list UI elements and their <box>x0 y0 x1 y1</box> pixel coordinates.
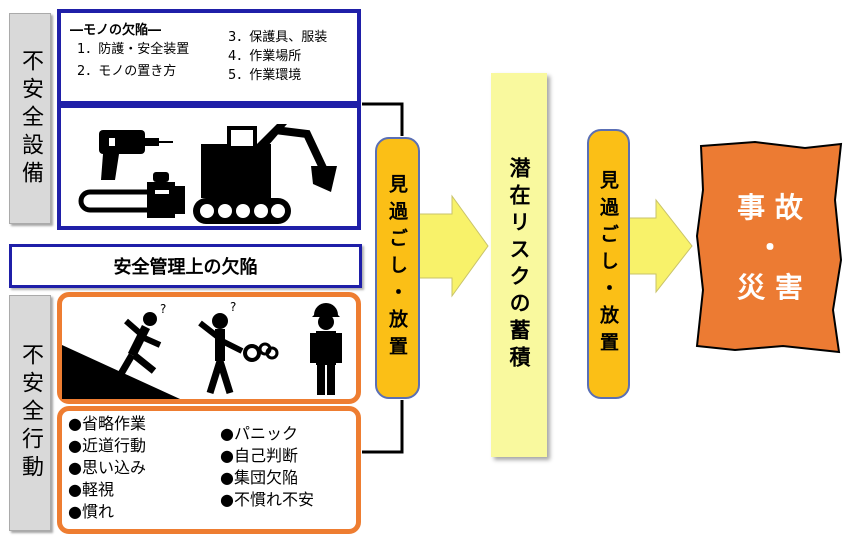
accident-line-2: ・ <box>755 231 784 264</box>
helmeted-worker-icon <box>310 303 342 395</box>
overlook-text-1: 見過ごし・放置 <box>386 173 408 363</box>
accident-text: 事 故 ・ 災 害 <box>695 188 845 308</box>
unsafe-behavior-label: 不安全行動 <box>9 295 51 531</box>
excavator-icon <box>193 124 337 224</box>
person-with-gears-icon: ? <box>198 300 279 395</box>
management-defect-text: 安全管理上の欠陥 <box>113 257 258 278</box>
defect-item-5: 5．作業環境 <box>228 68 302 83</box>
latent-risk-box: 潜在リスクの蓄積 <box>491 73 547 457</box>
behavior-illustration: ? ? <box>62 300 342 399</box>
unsafe-equipment-text: 不安全設備 <box>18 48 43 189</box>
behavior-list-box: ●省略作業 ●近道行動 ●思い込み ●軽視 ●慣れ ●パニック ●自己判断 ●集… <box>57 406 361 534</box>
behavior-item: ●集団欠陥 <box>220 468 298 487</box>
slipping-person-icon: ? <box>114 302 166 381</box>
drill-icon <box>99 130 173 180</box>
defect-item-1: 1．防護・安全装置 <box>77 42 190 57</box>
management-defect-bar: 安全管理上の欠陥 <box>9 244 362 288</box>
object-defects-box: ―モノの欠陥― 1．防護・安全装置 2．モノの置き方 3．保護具、服装 4．作業… <box>57 9 361 105</box>
svg-text:?: ? <box>160 302 166 316</box>
accident-shape <box>695 140 843 354</box>
equipment-illustration <box>78 124 337 224</box>
behavior-item: ●省略作業 <box>68 414 146 433</box>
bottom-bracket <box>362 400 404 454</box>
overlook-pill-2: 見過ごし・放置 <box>587 129 630 399</box>
overlook-text-2: 見過ごし・放置 <box>597 169 619 359</box>
latent-risk-text: 潜在リスクの蓄積 <box>507 157 531 373</box>
svg-text:?: ? <box>230 300 236 314</box>
chainsaw-icon <box>78 172 185 218</box>
accident-line-3: 災 害 <box>737 271 803 304</box>
unsafe-behavior-text: 不安全行動 <box>18 343 43 483</box>
accident-line-1: 事 故 <box>737 191 803 224</box>
object-defects-title: ―モノの欠陥― <box>70 23 162 38</box>
arrow-to-latent-risk <box>411 194 489 298</box>
defect-item-3: 3．保護具、服装 <box>228 30 328 45</box>
behavior-illustration-box: ? ? <box>57 292 361 404</box>
behavior-list-left: ●省略作業 ●近道行動 ●思い込み ●軽視 ●慣れ <box>68 413 146 523</box>
unsafe-equipment-label: 不安全設備 <box>9 13 51 224</box>
behavior-item: ●近道行動 <box>68 436 146 455</box>
behavior-item: ●思い込み <box>68 458 146 477</box>
defect-item-2: 2．モノの置き方 <box>77 64 177 79</box>
equipment-illustration-box <box>57 104 361 230</box>
behavior-list-right: ●パニック ●自己判断 ●集団欠陥 ●不慣れ不安 <box>220 423 314 511</box>
behavior-item: ●軽視 <box>68 480 114 499</box>
arrow-to-accident <box>619 198 693 294</box>
overlook-pill-1: 見過ごし・放置 <box>375 137 420 399</box>
defect-item-4: 4．作業場所 <box>228 49 302 64</box>
behavior-item: ●不慣れ不安 <box>220 490 314 509</box>
top-bracket <box>362 102 404 136</box>
behavior-item: ●パニック <box>220 424 298 443</box>
behavior-item: ●自己判断 <box>220 446 298 465</box>
behavior-item: ●慣れ <box>68 502 114 521</box>
